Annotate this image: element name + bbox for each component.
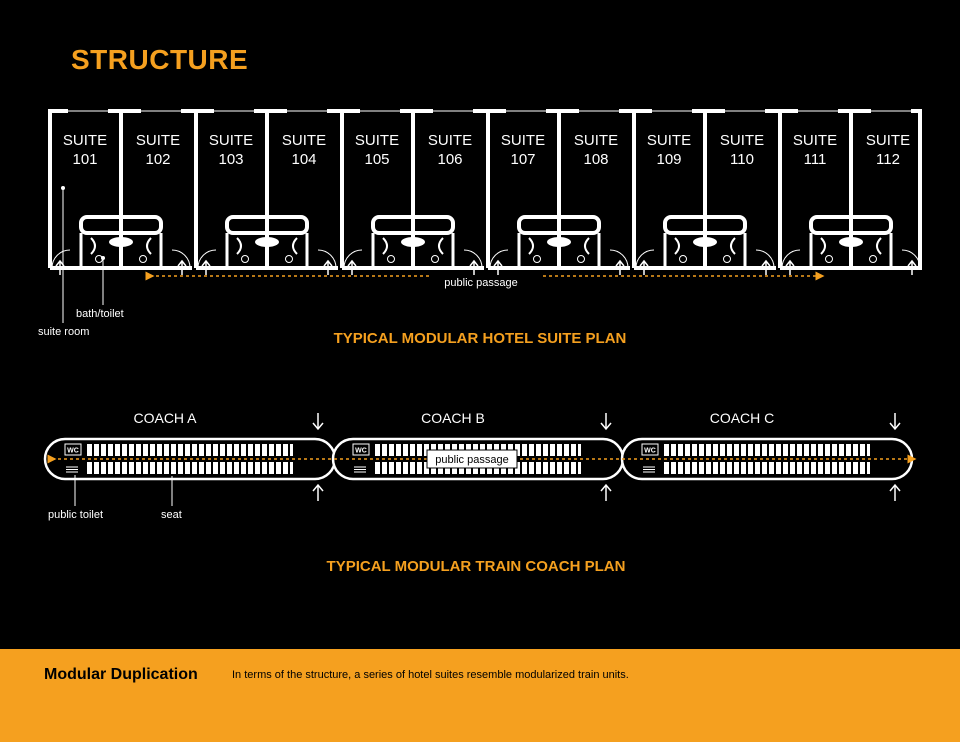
- hotel-module: [340, 109, 484, 275]
- bath-toilet-leader-dot: [101, 256, 105, 260]
- hotel-module: [194, 109, 338, 275]
- page-title: STRUCTURE: [71, 44, 249, 75]
- hotel-module: [48, 109, 192, 275]
- seat-label: seat: [161, 509, 182, 521]
- suite-label-number: 112: [876, 151, 900, 168]
- structure-diagram: SUITE 101 SUITE 102 SUITE 103 SUITE 104 SUITE 105…: [38, 109, 922, 575]
- suite-label-number: 101: [72, 151, 97, 168]
- wc-label: WC: [67, 448, 79, 455]
- suite-label-number: 109: [656, 151, 681, 168]
- suite-label-number: 104: [291, 151, 316, 168]
- footer-title: Modular Duplication: [44, 666, 198, 683]
- hotel-suite-plan: SUITE 101 SUITE 102 SUITE 103 SUITE 104 SUITE 105…: [38, 109, 922, 347]
- footer-description: In terms of the structure, a series of h…: [232, 669, 629, 681]
- footer-bar: Modular Duplication In terms of the stru…: [0, 649, 960, 742]
- suite-room-label: suite room: [38, 326, 89, 338]
- suite-label-number: 102: [145, 151, 170, 168]
- suite-label-number: 107: [510, 151, 535, 168]
- suite-label-word: SUITE: [793, 132, 837, 149]
- bath-toilet-label: bath/toilet: [76, 308, 124, 320]
- suite-label-number: 103: [218, 151, 243, 168]
- train-public-passage-box: [426, 449, 518, 469]
- suite-label-number: 106: [437, 151, 462, 168]
- suite-label-number: 105: [364, 151, 389, 168]
- suite-label-number: 108: [583, 151, 608, 168]
- coach-label: COACH A: [133, 410, 197, 426]
- suite-label-word: SUITE: [574, 132, 618, 149]
- suite-label-word: SUITE: [720, 132, 764, 149]
- suite-label-word: SUITE: [63, 132, 107, 149]
- suite-label-word: SUITE: [355, 132, 399, 149]
- suite-label-word: SUITE: [282, 132, 326, 149]
- suite-label-word: SUITE: [647, 132, 691, 149]
- train-coach-plan: COACH A COACH B COACH C WC WC WC public pass…: [43, 410, 917, 575]
- suite-label-word: SUITE: [136, 132, 180, 149]
- train-public-passage-label: public passage: [435, 454, 508, 466]
- hotel-public-passage-label: public passage: [444, 277, 517, 289]
- suite-room-leader-dot: [61, 186, 65, 190]
- suite-label-word: SUITE: [428, 132, 472, 149]
- hotel-module: [632, 109, 776, 275]
- suite-label-number: 110: [730, 151, 754, 168]
- suite-label-number: 111: [804, 151, 827, 168]
- coach-label: COACH B: [421, 410, 485, 426]
- suite-label-word: SUITE: [866, 132, 910, 149]
- public-toilet-label: public toilet: [48, 509, 103, 521]
- wc-label: WC: [355, 448, 367, 455]
- coach-label: COACH C: [710, 410, 775, 426]
- hotel-module: [778, 109, 922, 275]
- suite-label-word: SUITE: [209, 132, 253, 149]
- hotel-plan-title: TYPICAL MODULAR HOTEL SUITE PLAN: [334, 330, 627, 347]
- train-plan-title: TYPICAL MODULAR TRAIN COACH PLAN: [327, 558, 626, 575]
- wc-label: WC: [644, 448, 656, 455]
- suite-label-word: SUITE: [501, 132, 545, 149]
- hotel-module: [486, 109, 630, 275]
